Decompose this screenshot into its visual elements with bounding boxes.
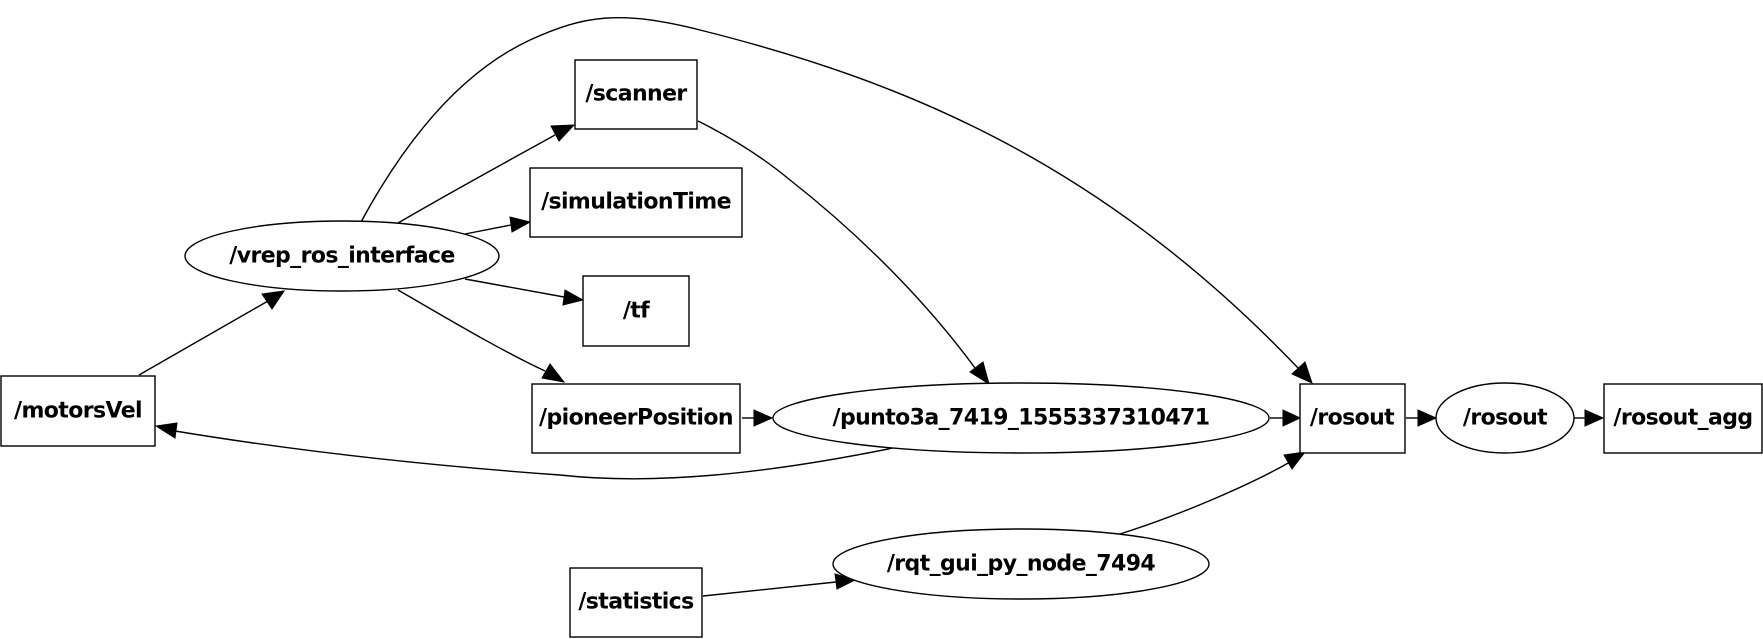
edge-scanner-to-punto3a [697, 120, 976, 369]
arrowhead-rosout-node [1417, 409, 1438, 427]
node-pioneerposition-box [531, 383, 741, 454]
node-pioneerposition[interactable]: /pioneerPosition [531, 383, 741, 454]
node-statistics-box [569, 567, 703, 638]
node-rqt-gui-ellipse [832, 528, 1210, 600]
node-tf[interactable]: /tf [582, 275, 690, 347]
edge-statistics-to-rqtgui [702, 581, 837, 597]
edge-rqtgui-to-rosout [1119, 461, 1291, 535]
edges [138, 16, 1605, 597]
node-rosout-node-label: /rosout [1463, 406, 1548, 431]
arrowhead-rosout-agg [1584, 409, 1605, 427]
node-rqt-gui-label: /rqt_gui_py_node_7494 [887, 552, 1156, 577]
arrowhead-rosout-from-vrep [1291, 361, 1313, 384]
node-statistics-label: /statistics [578, 590, 694, 615]
arrowhead-motorsvel [154, 422, 178, 439]
edge-motorsvel-to-vrep [138, 300, 269, 376]
node-scanner[interactable]: /scanner [574, 59, 698, 130]
arrowhead-pioneerposition [541, 363, 566, 383]
arrowhead-punto3a-from-pioneer [753, 409, 774, 427]
nodes: /motorsVel /vrep_ros_interface /scanner … [0, 59, 1763, 638]
node-punto3a-label: /punto3a_7419_1555337310471 [833, 406, 1210, 431]
arrowhead-simulationtime [509, 216, 532, 233]
arrowhead-rosout-from-punto3a [1282, 409, 1302, 427]
edge-punto3a-to-motorsvel [174, 430, 894, 480]
node-motorsvel[interactable]: /motorsVel [0, 375, 156, 447]
arrowhead-rosout-from-rqtgui [1283, 451, 1307, 470]
node-pioneerposition-label: /pioneerPosition [539, 406, 733, 431]
arrowhead-tf [562, 289, 585, 306]
edge-vrep-to-simulationtime [464, 224, 512, 235]
arrowhead-vrep-from-motorsvel [261, 290, 286, 310]
node-vrep-ros-interface-label: /vrep_ros_interface [229, 244, 454, 269]
node-punto3a-ellipse [772, 382, 1270, 454]
arrowhead-punto3a-from-scanner [969, 361, 990, 386]
node-rosout-topic-label: /rosout [1310, 406, 1395, 431]
node-rosout-node-ellipse [1435, 382, 1575, 454]
node-scanner-label: /scanner [585, 82, 687, 107]
node-vrep-ros-interface-ellipse [184, 220, 500, 292]
node-rosout-topic[interactable]: /rosout [1299, 383, 1406, 454]
node-vrep-ros-interface[interactable]: /vrep_ros_interface [184, 220, 500, 292]
node-simulationtime-label: /simulationTime [541, 190, 731, 215]
node-tf-label: /tf [623, 299, 650, 324]
edge-vrep-to-pioneerposition [397, 289, 546, 372]
node-simulationtime[interactable]: /simulationTime [529, 167, 743, 238]
node-rosout-agg-label: /rosout_agg [1613, 406, 1752, 431]
node-rosout-node[interactable]: /rosout [1435, 382, 1575, 454]
node-scanner-box [574, 59, 698, 130]
edge-vrep-to-tf [464, 278, 565, 298]
node-motorsvel-box [0, 375, 156, 447]
node-rosout-agg[interactable]: /rosout_agg [1603, 383, 1763, 454]
node-tf-box [582, 275, 690, 347]
node-statistics[interactable]: /statistics [569, 567, 703, 638]
node-punto3a[interactable]: /punto3a_7419_1555337310471 [772, 382, 1270, 454]
node-motorsvel-label: /motorsVel [14, 399, 142, 424]
edge-vrep-to-rosout [360, 16, 1301, 371]
edge-vrep-to-scanner [397, 134, 556, 224]
node-rosout-topic-box [1299, 383, 1406, 454]
node-simulationtime-box [529, 167, 743, 238]
arrowhead-scanner [550, 124, 576, 142]
node-rosout-agg-box [1603, 383, 1763, 454]
node-rqt-gui[interactable]: /rqt_gui_py_node_7494 [832, 528, 1210, 600]
